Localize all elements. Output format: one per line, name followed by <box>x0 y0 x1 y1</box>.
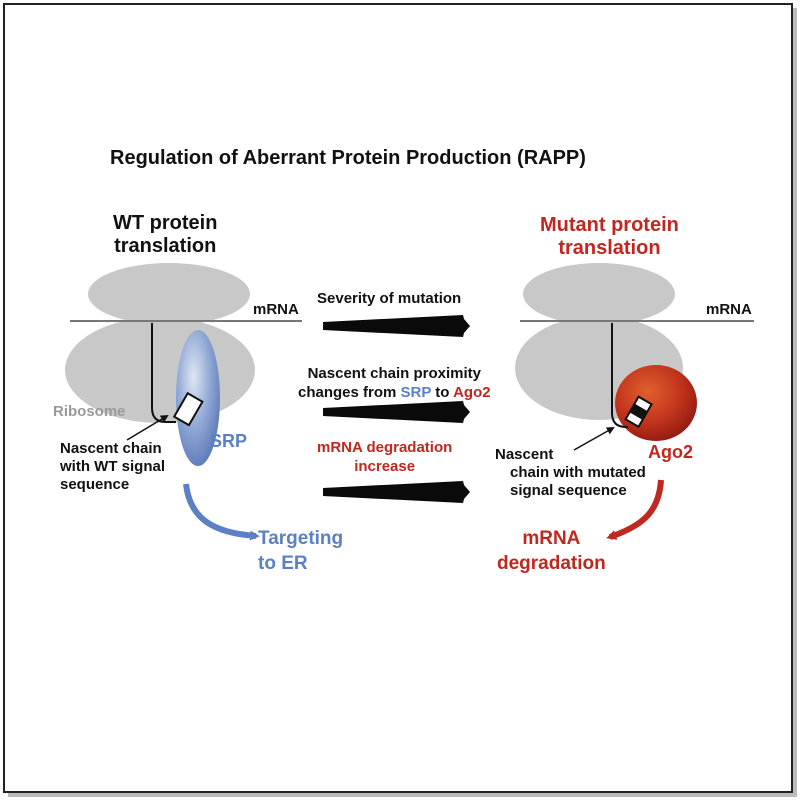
mutant-heading-line1: Mutant protein <box>540 214 679 236</box>
degradation-arrow <box>606 479 664 540</box>
frame-shadow-right <box>793 8 797 796</box>
degradation-increase-label: mRNA degradation increase <box>317 438 452 476</box>
wt-heading-line2: translation <box>114 235 217 257</box>
degradation-increase-line1: mRNA degradation <box>317 439 453 456</box>
ribosome-label: Ribosome <box>53 403 126 420</box>
wt-signal-sequence <box>172 391 204 427</box>
right-mrna-label: mRNA <box>706 301 752 318</box>
targeting-line1: Targeting <box>258 528 344 549</box>
frame-shadow-bottom <box>8 793 797 797</box>
proximity-srp: SRP <box>400 384 432 401</box>
targeting-line2: to ER <box>258 553 308 574</box>
ago2-shape <box>615 365 697 441</box>
mutated-nascent-line1: Nascent <box>495 446 554 463</box>
wt-nascent-line3: sequence <box>60 476 130 493</box>
wt-nascent-line1: Nascent chain <box>60 440 162 457</box>
mutated-nascent-line3: signal sequence <box>510 482 627 499</box>
proximity-ago2: Ago2 <box>453 384 491 401</box>
left-ribosome <box>65 263 255 423</box>
left-nascent-pointer-arrow <box>126 414 169 441</box>
mutated-nascent-chain-label: Nascent chain with mutated signal sequen… <box>495 446 646 500</box>
mutant-translation-heading: Mutant protein translation <box>540 214 679 260</box>
srp-label: SRP <box>210 431 248 451</box>
proximity-label: Nascent chain proximity changes from SRP… <box>298 364 491 402</box>
mutant-heading-line2: translation <box>558 237 661 259</box>
mrna-degradation-line2: degradation <box>497 553 606 574</box>
right-nascent-pointer-arrow <box>573 427 615 451</box>
mutated-signal-sequence <box>624 395 653 429</box>
right-ribosome-small-subunit <box>523 263 675 325</box>
degradation-increase-arrow <box>323 481 470 503</box>
wt-heading-line1: WT protein <box>113 212 218 234</box>
degradation-increase-line2: increase <box>354 458 416 475</box>
proximity-to: to <box>435 384 450 401</box>
proximity-changes-from: changes from <box>298 384 397 401</box>
left-ribosome-small-subunit <box>88 263 250 325</box>
figure-title: Regulation of Aberrant Protein Productio… <box>110 147 586 169</box>
targeting-to-er-label: Targeting to ER <box>258 526 343 576</box>
wt-nascent-chain-label: Nascent chain with WT signal sequence <box>60 440 165 494</box>
proximity-line1: Nascent chain proximity <box>307 365 481 382</box>
mutated-nascent-line2: chain with mutated <box>510 464 646 481</box>
ago2-label: Ago2 <box>648 442 693 462</box>
targeting-arrow <box>183 483 260 541</box>
proximity-arrow <box>323 401 470 423</box>
proximity-line2: changes from SRP to Ago2 <box>298 383 491 402</box>
severity-label: Severity of mutation <box>317 290 462 307</box>
mrna-degradation-line1: mRNA <box>522 528 581 549</box>
severity-arrow <box>323 315 470 337</box>
wt-translation-heading: WT protein translation <box>113 212 217 258</box>
right-nascent-chain <box>611 323 628 428</box>
wt-nascent-line2: with WT signal <box>60 458 165 475</box>
left-mrna-label: mRNA <box>253 301 299 318</box>
srp-shape <box>176 330 220 466</box>
mrna-degradation-label: mRNA degradation <box>497 526 606 576</box>
